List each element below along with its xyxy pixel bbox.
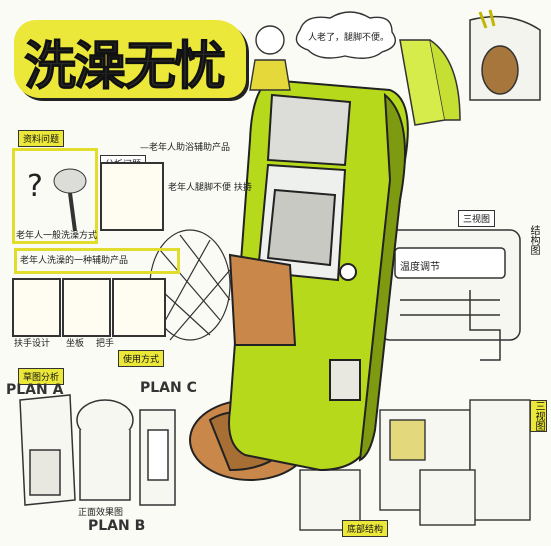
leg-note: 老年人腿脚不便 扶持	[168, 183, 252, 193]
plan-a-label: PLAN A	[6, 382, 64, 398]
tool-note: 老年人洗澡的一种辅助产品	[20, 256, 129, 266]
elderly-figure	[249, 25, 291, 91]
plan-analysis-heading: 草图分析	[18, 368, 65, 385]
sketch-label-1: 扶手设计	[14, 339, 51, 349]
poster-title: 洗澡无忧	[14, 20, 246, 98]
plan-b-label: PLAN B	[88, 518, 146, 534]
research-heading: 资料问题	[18, 130, 65, 147]
speech-bubble-text: 人老了，腿脚不便。	[308, 33, 390, 43]
sketch-label-2: 坐板	[66, 339, 85, 349]
side-label: 结构图	[528, 225, 539, 255]
plan-c-label: PLAN C	[140, 380, 197, 396]
sketch-label-3: 把手	[96, 339, 115, 349]
shower-sketch	[399, 9, 541, 126]
sketch-panel-2	[62, 278, 111, 337]
sketch-panel-1	[12, 278, 61, 337]
sketch-panel-3	[112, 278, 166, 337]
showerhead-sketch: ?	[27, 168, 87, 232]
panel-text: 温度调节	[400, 262, 440, 273]
control-panel-label: 三视图	[458, 210, 496, 227]
control-panel-sketch	[379, 229, 521, 361]
tool-note-box	[14, 248, 180, 274]
main-product	[189, 78, 409, 481]
plan-sketches	[19, 394, 176, 506]
research-panel: ?	[12, 148, 98, 244]
svg-text:?: ?	[27, 169, 43, 204]
right-label: 三视图	[530, 400, 547, 432]
bottom-center-note: 底部结构	[342, 520, 389, 537]
subtitle: —老年人助浴辅助产品	[140, 143, 231, 153]
structure-sketches	[299, 399, 531, 531]
problem-panel	[100, 162, 164, 231]
title-text: 洗澡无忧	[23, 37, 226, 98]
bottom-left-note: 正面效果图	[78, 508, 124, 518]
usage-modes-label: 使用方式	[118, 350, 165, 367]
speech-cloud	[295, 11, 396, 59]
elderly-difficulty-note: 老年人一般洗澡方式	[16, 231, 98, 241]
